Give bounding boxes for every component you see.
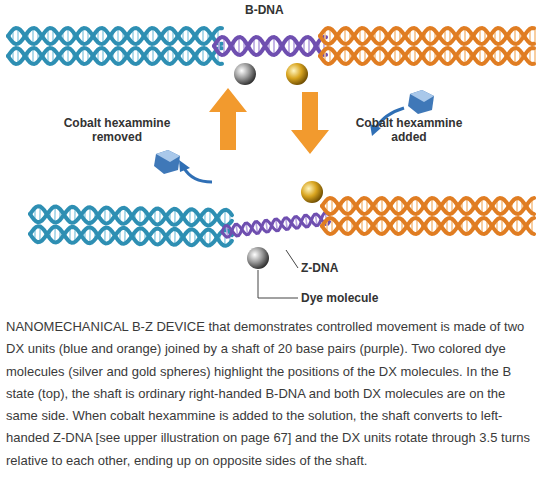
base-pair <box>32 28 34 44</box>
base-pair <box>514 28 516 44</box>
illustration <box>0 0 543 310</box>
backbone-strand <box>214 37 326 55</box>
base-pair <box>466 218 468 234</box>
backbone-strand <box>30 206 232 226</box>
base-pair <box>516 218 518 234</box>
base-pair <box>429 48 431 64</box>
base-pair <box>379 28 381 44</box>
base-pair <box>152 28 154 44</box>
base-pair <box>346 198 348 214</box>
orange-dx-unit <box>320 48 535 64</box>
blue-curved-arrow <box>184 168 212 182</box>
gold-dye-sphere <box>286 63 308 85</box>
backbone-strand <box>320 48 534 64</box>
leader-line <box>258 270 298 298</box>
silver-dye-sphere <box>234 63 256 85</box>
backbone-strand <box>8 28 222 44</box>
backbone-strand <box>30 207 232 226</box>
cobalt-hexammine-icon <box>154 150 180 174</box>
orange-up-arrow <box>209 88 247 150</box>
base-pair <box>381 198 383 214</box>
base-pair <box>202 48 204 64</box>
base-pair <box>431 198 433 214</box>
base-pair <box>464 28 466 44</box>
base-pair <box>344 28 346 44</box>
backbone-strand <box>322 198 534 214</box>
base-pair <box>67 28 69 44</box>
b-dna-shaft <box>214 37 326 55</box>
backbone-strand <box>8 48 222 64</box>
base-pair <box>464 48 466 64</box>
callout-label: Dye molecule <box>301 291 378 305</box>
blue-dx-unit <box>30 226 232 246</box>
backbone-strand <box>322 198 534 214</box>
leader-line <box>286 250 298 268</box>
base-pair <box>273 37 275 55</box>
base-pair <box>429 28 431 44</box>
base-pair <box>431 218 433 234</box>
silver-dye-sphere <box>247 247 269 269</box>
backbone-strand <box>322 218 534 234</box>
callout-label: Cobalt hexammine added <box>352 116 466 144</box>
dna-helices <box>8 28 535 246</box>
backbone-strand <box>8 48 222 64</box>
base-pair <box>381 218 383 234</box>
orange-dx-unit <box>322 198 534 214</box>
base-pair <box>466 198 468 214</box>
orange-dx-unit <box>322 218 534 234</box>
base-pair <box>152 48 154 64</box>
backbone-strand <box>322 218 534 234</box>
base-pair <box>32 48 34 64</box>
base-pair <box>238 37 240 55</box>
base-pair <box>534 29 536 43</box>
base-pair <box>344 48 346 64</box>
blue-dx-unit <box>8 48 222 64</box>
base-pair <box>346 218 348 234</box>
base-pair <box>117 28 119 44</box>
callout-label: B-DNA <box>245 3 284 17</box>
backbone-strand <box>320 28 534 44</box>
backbone-strand <box>320 48 534 64</box>
backbone-strand <box>222 214 330 237</box>
backbone-strand <box>222 213 329 236</box>
gold-dye-sphere <box>301 181 323 203</box>
base-pair <box>534 49 536 63</box>
base-pair <box>117 48 119 64</box>
cobalt-hexammine-icon <box>408 90 434 114</box>
backbone-strand <box>8 28 222 44</box>
base-pair <box>516 198 518 214</box>
base-pair <box>202 28 204 44</box>
backbone-strand <box>214 37 326 55</box>
blue-arrowhead <box>179 160 190 172</box>
figure-caption: NANOMECHANICAL B-Z DEVICE that demonstra… <box>6 316 538 472</box>
blue-dx-unit <box>8 28 222 44</box>
blue-dx-unit <box>30 206 232 226</box>
base-pair <box>67 48 69 64</box>
orange-down-arrow <box>291 92 329 154</box>
orange-dx-unit <box>320 28 535 44</box>
backbone-strand <box>30 227 232 246</box>
callout-label: Z-DNA <box>301 261 338 275</box>
backbone-strand <box>30 226 232 246</box>
base-pair <box>514 48 516 64</box>
backbone-strand <box>320 28 534 44</box>
z-dna-shaft <box>222 213 330 238</box>
callout-label: Cobalt hexammine removed <box>60 116 174 144</box>
base-pair <box>379 48 381 64</box>
